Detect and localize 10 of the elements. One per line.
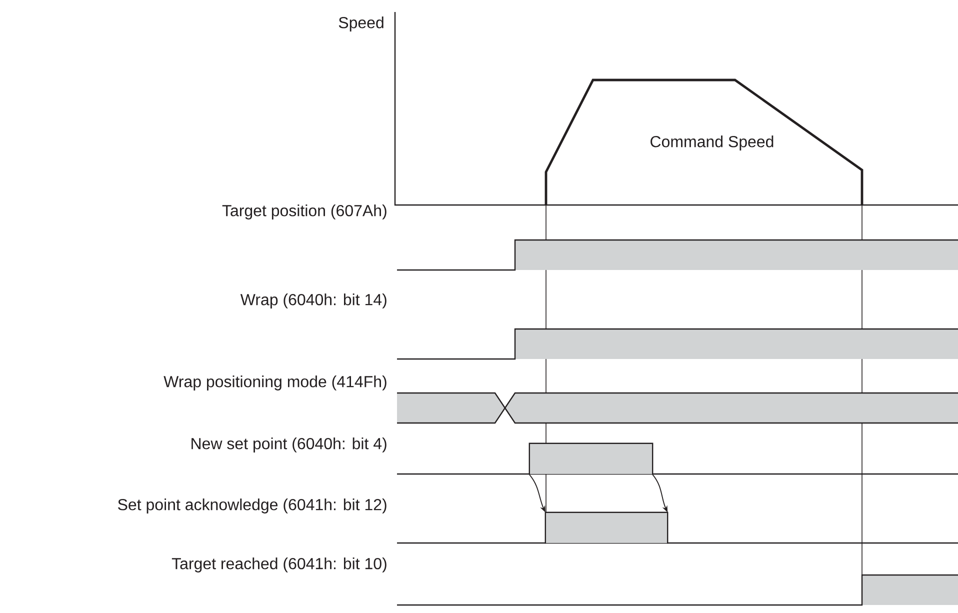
signal-pulse (528, 442, 654, 475)
signal-label: Target position (607Ah) (222, 204, 386, 220)
signal-pulse (544, 512, 668, 544)
curve-label: Command Speed (650, 136, 774, 150)
signal-label: Wrap (6040h: bit 14) (240, 294, 386, 308)
signal-label: Set point acknowledge (6041h: bit 12) (118, 498, 386, 514)
signal-label: Wrap positioning mode (414Fh) (164, 376, 386, 390)
signal-label: New set point (6040h: bit 4) (192, 438, 386, 452)
axis-label: Speed (338, 16, 384, 32)
signal-label: Target reached (6041h: bit 10) (172, 558, 386, 572)
